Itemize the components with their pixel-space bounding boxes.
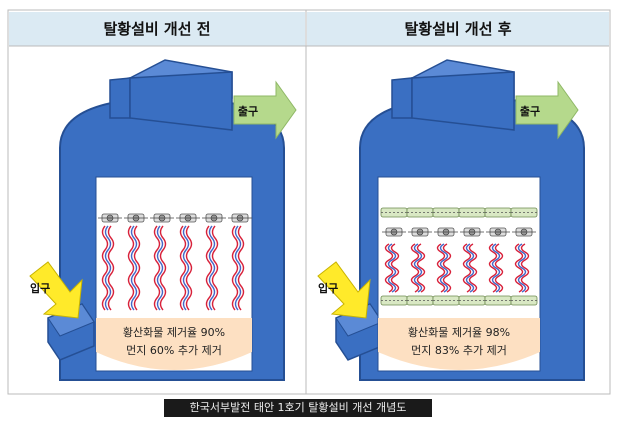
spray-fiber (468, 243, 478, 293)
inlet-arrow-after (317, 261, 371, 319)
header-band-after (307, 12, 609, 46)
spray-fiber (107, 225, 115, 311)
inlet-label-before: 입구 (30, 282, 50, 295)
spray-fiber (237, 225, 245, 311)
spray-fiber (104, 225, 112, 311)
spray-fiber (133, 225, 141, 311)
mist-eliminator-rows-after (380, 207, 538, 306)
panel-title-before: 탈황설비 개선 전 (103, 20, 211, 38)
header-band-before (9, 12, 305, 46)
inlet-arrow-before (29, 261, 83, 319)
spray-fiber (153, 225, 161, 311)
spray-fiber (384, 243, 394, 293)
liquid-pool-after (378, 318, 540, 370)
panel-before: 출구 입구 황산화물 제거율 90% 먼지 60% 추가 제거 (29, 59, 297, 381)
panel-after: 출구 입구 황산화물 제거율 98% 먼지 83% 추가 제거 (317, 59, 585, 381)
figure-caption: 한국서부발전 태안 1호기 탈황설비 개선 개념도 (164, 399, 432, 417)
outlet-duct-before (109, 59, 233, 131)
spray-fiber (488, 243, 498, 293)
spray-fiber (387, 243, 397, 293)
spray-fiber (182, 225, 190, 311)
spray-fiber (413, 243, 423, 293)
spray-fiber (465, 243, 475, 293)
outlet-label-before: 출구 (238, 104, 258, 118)
result-line1-before: 황산화물 제거율 90% (123, 326, 225, 339)
outlet-arrow-after (515, 80, 579, 140)
panel-title-after: 탈황설비 개선 후 (404, 20, 512, 38)
spray-fiber (517, 243, 527, 293)
spray-fiber (436, 243, 446, 293)
spray-fiber (130, 225, 138, 311)
spray-fiber (127, 225, 135, 311)
spray-fiber (101, 225, 109, 311)
spray-nozzle-row-after (382, 227, 536, 237)
spray-fiber (514, 243, 524, 293)
spray-fiber (159, 225, 167, 311)
spray-nozzle-row-before (98, 213, 252, 223)
spray-fiber (410, 243, 420, 293)
spray-fiber (520, 243, 530, 293)
spray-fiber (156, 225, 164, 311)
outlet-label-after: 출구 (520, 104, 540, 118)
spray-fiber (208, 225, 216, 311)
spray-fiber (491, 243, 501, 293)
spray-fiber (390, 243, 400, 293)
result-line2-after: 먼지 83% 추가 제거 (411, 344, 507, 357)
spray-fiber-group-after (384, 243, 530, 293)
spray-fiber (211, 225, 219, 311)
liquid-pool-before (96, 318, 252, 370)
spray-fiber (179, 225, 187, 311)
spray-fiber (231, 225, 239, 311)
inlet-label-after: 입구 (318, 282, 338, 295)
result-line1-after: 황산화물 제거율 98% (408, 326, 510, 339)
spray-fiber (462, 243, 472, 293)
spray-fiber-group-before (101, 225, 245, 311)
outlet-arrow-before (233, 80, 297, 140)
outlet-duct-after (391, 59, 515, 131)
result-line2-before: 먼지 60% 추가 제거 (126, 344, 222, 357)
spray-fiber (494, 243, 504, 293)
spray-fiber (439, 243, 449, 293)
spray-fiber (205, 225, 213, 311)
spray-fiber (416, 243, 426, 293)
spray-fiber (442, 243, 452, 293)
spray-fiber (234, 225, 242, 311)
spray-fiber (185, 225, 193, 311)
